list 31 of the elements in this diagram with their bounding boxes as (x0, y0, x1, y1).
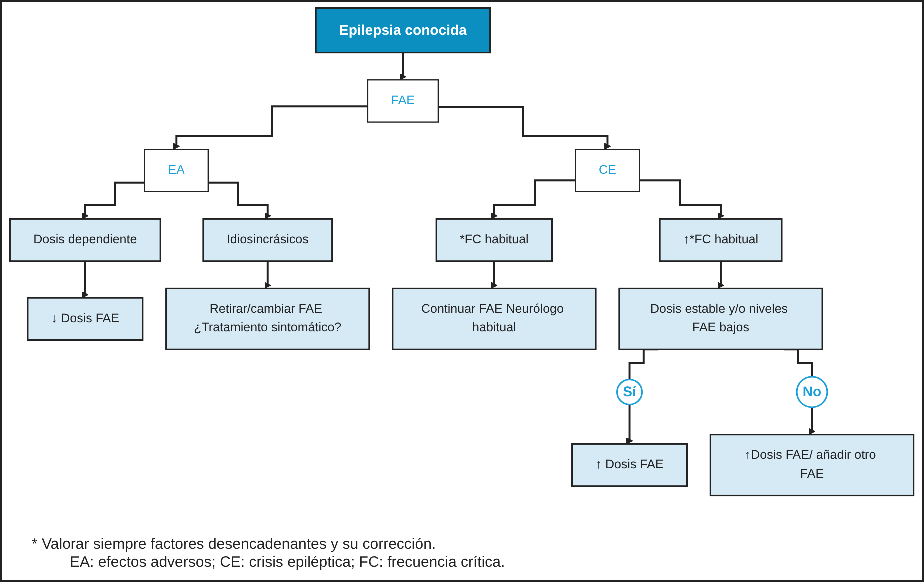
node-box: Retirar/cambiar FAE ¿Tratamiento sintomático? (166, 288, 370, 350)
arrow (640, 180, 724, 220)
arrow (264, 260, 272, 290)
node-box: ↑ Dosis FAE (572, 443, 688, 488)
arrow (626, 404, 634, 444)
footnote: * Valorar siempre factores desencadenantes y su corrección. (32, 536, 438, 553)
arrow (82, 182, 145, 220)
node-circle: Sí (616, 378, 644, 406)
abbreviation-note: EA: efectos adversos; CE: crisis epiléptica; FC: frecuencia crítica. (69, 554, 506, 571)
node-box: EA (144, 149, 209, 192)
node-box: ↑Dosis FAE/ añadir otro FAE (710, 434, 915, 497)
node-box: FAE (367, 80, 440, 123)
arrow (173, 106, 368, 150)
arrow (491, 180, 576, 220)
arrow (82, 260, 89, 298)
node-box: Dosis estable y/o niveles FAE bajos (618, 288, 824, 350)
arrow (491, 260, 498, 290)
node-box: ↑*FC habitual (659, 218, 783, 262)
node-box: Continuar FAE Neurólogo habitual (392, 288, 597, 350)
arrow (808, 406, 816, 436)
node-box: Epilepsia conocida (315, 7, 492, 54)
arrow (400, 52, 407, 80)
node-box: CE (575, 149, 640, 192)
arrow (438, 106, 612, 150)
arrow (718, 260, 724, 290)
node-box: ↓ Dosis FAE (27, 297, 144, 342)
node-box: *FC habitual (436, 218, 554, 262)
node-box: Idiosincrásicos (202, 218, 334, 262)
node-box: Dosis dependiente (9, 218, 162, 262)
node-circle: No (796, 376, 828, 408)
arrow (208, 182, 272, 220)
